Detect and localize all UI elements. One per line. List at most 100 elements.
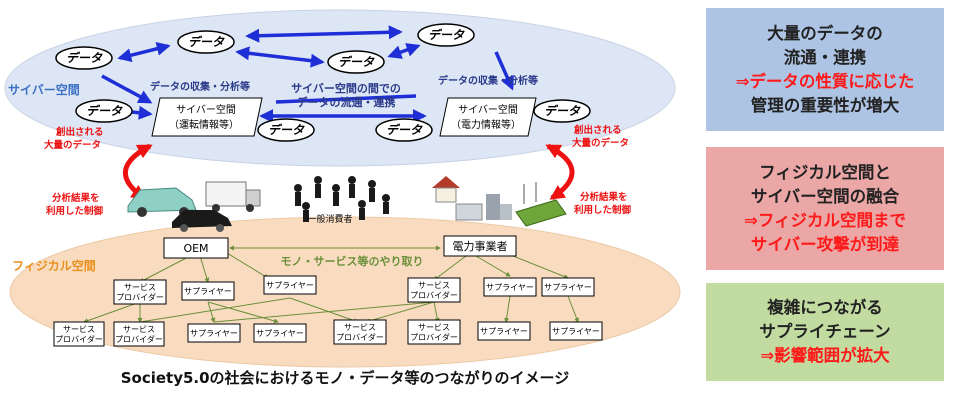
info-panel-data-flow: 大量のデータの 流通・連携 ⇒データの性質に応じた 管理の重要性が増大 — [706, 8, 944, 131]
cyber-box-driving: サイバー空間 （運転情報等） — [151, 97, 263, 137]
data-bubbles: データ データ データ データ データ データ データ データ — [55, 23, 591, 142]
svg-text:サービス: サービス — [123, 325, 155, 334]
data-bubble: データ — [55, 46, 113, 70]
svg-text:サービス: サービス — [124, 283, 156, 292]
svg-text:データ: データ — [188, 35, 225, 49]
oem-box: OEM — [163, 237, 229, 259]
service-provider-box: サービス プロバイダー — [407, 319, 461, 345]
arrow-label-right-top-2: 大量のデータ — [572, 137, 629, 149]
supplier-box: サプライヤー — [181, 281, 235, 301]
svg-text:データ: データ — [66, 51, 103, 65]
panel-line: 大量のデータの — [767, 23, 883, 43]
data-bubble: データ — [327, 50, 385, 74]
svg-text:プロバイダー: プロバイダー — [55, 334, 103, 344]
cyber-data-arrows — [101, 25, 514, 123]
svg-text:サイバー空間: サイバー空間 — [176, 103, 236, 116]
arrow-label-left-bottom-2: 利用した制御 — [45, 205, 104, 217]
svg-text:サプライヤー: サプライヤー — [486, 283, 534, 292]
info-panel-fusion: フィジカル空間と サイバー空間の融合 ⇒フィジカル空間まで サイバー攻撃が到達 — [706, 147, 944, 270]
collect-analyze-right: データの収集・分析等 — [438, 74, 538, 87]
arrow-label-right-top-1: 創出される — [573, 124, 622, 136]
panel-line: 流通・連携 — [783, 47, 867, 67]
data-bubble: データ — [375, 118, 433, 142]
svg-text:（電力情報等）: （電力情報等） — [451, 118, 521, 131]
flow-label-line1: サイバー空間の間での — [291, 81, 401, 95]
arrow-label-left-top-2: 大量のデータ — [44, 139, 101, 151]
supplier-box: サプライヤー — [253, 323, 307, 343]
panel-emphasis: サイバー攻撃が到達 — [750, 234, 900, 254]
data-bubble: データ — [75, 99, 133, 123]
arrow-label-left-top-1: 創出される — [55, 126, 104, 138]
svg-text:サービス: サービス — [63, 325, 95, 334]
diagram-caption: Society5.0の社会におけるモノ・データ等のつながりのイメージ — [120, 369, 570, 387]
service-provider-box: サービス プロバイダー — [53, 321, 105, 347]
sedan-icon — [172, 210, 232, 232]
panel-emphasis: ⇒影響範囲が拡大 — [760, 346, 890, 365]
supplier-box: サプライヤー — [541, 277, 595, 297]
svg-text:（運転情報等）: （運転情報等） — [169, 118, 239, 131]
panel-line: サプライチェーン — [759, 322, 891, 341]
info-panel-supply-chain: 複雑につながる サプライチェーン ⇒影響範囲が拡大 — [706, 283, 944, 381]
svg-text:サービス: サービス — [418, 281, 450, 290]
supply-chain-lines — [83, 245, 579, 324]
data-bubble: データ — [533, 99, 591, 123]
svg-text:データ: データ — [386, 123, 423, 137]
supplier-box: サプライヤー — [187, 323, 241, 343]
power-plant-icon — [455, 182, 567, 227]
consumers-label: 一般消費者 — [307, 213, 352, 225]
data-bubble: データ — [417, 23, 475, 47]
svg-text:サービス: サービス — [418, 323, 450, 332]
panel-line: フィジカル空間と — [759, 162, 891, 182]
diagram: サイバー空間 フィジカル空間 データ データ データ データ — [4, 9, 681, 368]
svg-text:データ: データ — [544, 104, 581, 118]
red-arrow-left — [123, 143, 153, 201]
house-icon — [432, 176, 460, 203]
consumer-icons — [294, 176, 390, 222]
svg-text:OEM: OEM — [183, 242, 208, 255]
truck-icon — [205, 181, 261, 212]
panel-emphasis: ⇒フィジカル空間まで — [744, 210, 906, 230]
supplier-box: サプライヤー — [477, 321, 531, 341]
svg-text:プロバイダー: プロバイダー — [115, 334, 163, 344]
data-bubble: データ — [257, 118, 315, 142]
arrow-label-left-bottom-1: 分析結果を — [52, 192, 100, 204]
svg-text:プロバイダー: プロバイダー — [336, 332, 384, 342]
svg-text:サプライヤー: サプライヤー — [190, 329, 238, 338]
arrow-label-right-bottom-1: 分析結果を — [580, 191, 628, 203]
arrow-label-right-bottom-2: 利用した制御 — [573, 204, 632, 216]
supplier-box: サプライヤー — [263, 275, 317, 295]
svg-text:サプライヤー: サプライヤー — [544, 283, 592, 292]
svg-text:サイバー空間: サイバー空間 — [458, 103, 518, 116]
svg-text:データ: データ — [338, 55, 375, 69]
flow-label-line2: データの流通・連携 — [297, 95, 396, 109]
panel-line: サイバー空間の融合 — [750, 186, 900, 206]
svg-text:サプライヤー: サプライヤー — [552, 327, 600, 336]
svg-text:サプライヤー: サプライヤー — [480, 327, 528, 336]
supplier-box: サプライヤー — [549, 321, 603, 341]
physical-space-label: フィジカル空間 — [12, 258, 96, 273]
data-bubble: データ — [177, 30, 235, 54]
cyber-box-power: サイバー空間 （電力情報等） — [439, 97, 537, 137]
cyber-space-label: サイバー空間 — [8, 82, 80, 97]
service-provider-box: サービス プロバイダー — [113, 321, 165, 347]
supplier-box: サプライヤー — [483, 277, 537, 297]
service-provider-box: サービス プロバイダー — [407, 277, 461, 303]
svg-text:データ: データ — [428, 28, 465, 42]
collect-analyze-left: データの収集・分析等 — [150, 80, 250, 93]
service-provider-box: サービス プロバイダー — [113, 279, 167, 305]
svg-text:データ: データ — [86, 104, 123, 118]
panel-line: 管理の重要性が増大 — [750, 95, 900, 115]
red-arrow-right — [545, 143, 575, 201]
panel-line: 複雑につながる — [767, 298, 883, 317]
svg-text:サプライヤー: サプライヤー — [266, 281, 314, 290]
svg-text:プロバイダー: プロバイダー — [116, 292, 164, 302]
exchange-label: モノ・サービス等のやり取り — [281, 254, 424, 268]
panel-emphasis: ⇒データの性質に応じた — [735, 71, 915, 91]
svg-text:サプライヤー: サプライヤー — [256, 329, 304, 338]
svg-text:データ: データ — [268, 123, 305, 137]
svg-text:電力事業者: 電力事業者 — [453, 240, 508, 253]
svg-text:サービス: サービス — [344, 323, 376, 332]
power-company-box: 電力事業者 — [443, 235, 517, 257]
svg-text:プロバイダー: プロバイダー — [410, 290, 458, 300]
svg-text:サプライヤー: サプライヤー — [184, 287, 232, 296]
